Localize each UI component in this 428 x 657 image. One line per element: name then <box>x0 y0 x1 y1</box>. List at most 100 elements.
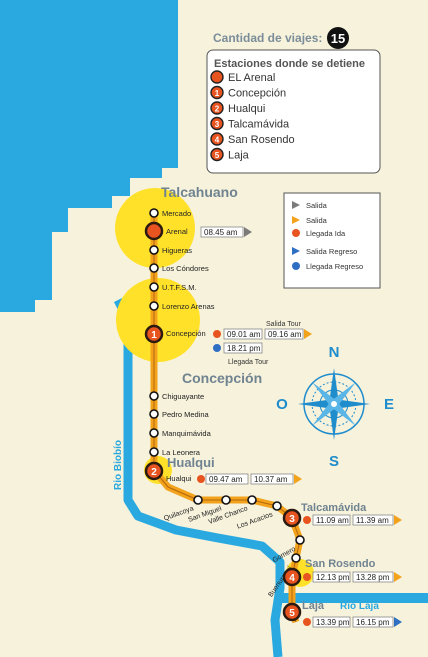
stop-legend-number: 4 <box>215 136 220 145</box>
time-laja-arrive-text: 13.39 pm <box>316 618 350 627</box>
symbols-legend-box <box>283 192 381 289</box>
return-arrival-dot-icon <box>213 344 221 352</box>
station-number: 2 <box>151 467 157 478</box>
city-label-hualqui: Hualqui <box>167 455 215 470</box>
station-label: Los Cóndores <box>162 264 209 273</box>
river-biobio <box>113 297 285 657</box>
station-higueras <box>149 245 159 255</box>
symbol-legend-label: Llegada Regreso <box>306 262 363 271</box>
time-hualqui-depart <box>250 473 294 485</box>
time-concepcion-tour-return-text: 18.21 pm <box>227 344 261 353</box>
arrival-dot-icon <box>213 330 221 338</box>
departure-arrow-icon <box>394 617 402 627</box>
time-san-rosendo-depart-text: 13.28 pm <box>356 573 390 582</box>
stop-legend-marker <box>210 101 224 115</box>
stop-legend-label: Talcamávida <box>228 119 290 131</box>
station-marker-hualqui <box>144 461 164 481</box>
stop-legend-marker <box>210 85 224 100</box>
station-marker-talcamavida <box>282 508 302 528</box>
city-label-laja: Laja <box>302 600 325 612</box>
time-concepcion-tour-depart <box>264 328 304 340</box>
station-manquimavida <box>149 428 159 438</box>
stop-legend-marker <box>210 70 224 84</box>
station-number: 3 <box>289 514 295 525</box>
station-label: Higueras <box>162 246 192 255</box>
time-laja-depart-text: 16.15 pm <box>356 618 390 627</box>
stop-legend-number: 2 <box>215 105 220 114</box>
time-arenal-text: 08.45 am <box>204 228 238 237</box>
station-label: Chiguayante <box>162 392 204 401</box>
compass-south: S <box>329 453 339 470</box>
stops-legend-title: Estaciones donde se detiene <box>214 58 365 70</box>
station-los-condores <box>149 263 159 273</box>
station-number: 4 <box>289 573 295 584</box>
station-utfsm <box>149 282 159 292</box>
station-label: Mercado <box>162 209 191 218</box>
time-san-rosendo-arrive-text: 12.13 pm <box>316 573 350 582</box>
station-marker-laja <box>282 602 302 622</box>
station-number: 1 <box>151 330 157 341</box>
time-concepcion-arrive-text: 09.01 am <box>227 330 261 339</box>
station-label: Lorenzo Arenas <box>162 302 215 311</box>
station-label: La Leonera <box>162 448 201 457</box>
time-laja-depart <box>352 616 394 628</box>
time-talcamavida-depart-text: 11.39 am <box>356 516 389 525</box>
compass-west: O <box>276 396 288 413</box>
departure-arrow-icon <box>294 474 302 484</box>
stop-legend-marker <box>210 132 224 146</box>
departure-arrow-icon <box>394 515 402 525</box>
stop-legend-label: Concepción <box>228 88 286 100</box>
departure-arrow-icon <box>244 227 252 237</box>
compass-rose <box>298 368 370 440</box>
stop-legend-number: 5 <box>215 151 220 160</box>
time-talcamavida-arrive-text: 11.09 am <box>316 516 349 525</box>
station-label: Pedro Medina <box>162 410 210 419</box>
departure-arrow-icon <box>394 572 402 582</box>
station-mercado <box>149 208 159 218</box>
city-label-san-rosendo: San Rosendo <box>305 558 376 570</box>
stop-legend-label: Laja <box>228 150 250 162</box>
station-label: Arenal <box>166 227 188 236</box>
station-san-miguel <box>221 495 231 505</box>
time-talcamavida-depart <box>352 514 394 526</box>
stop-legend-number: 3 <box>215 120 220 129</box>
station-buenuraqui <box>291 553 301 563</box>
stops-legend-box <box>206 49 381 174</box>
city-label-concepcion: Concepción <box>182 370 262 386</box>
stop-legend-label: EL Arenal <box>228 72 275 84</box>
trip-count-label: Cantidad de viajes: <box>213 31 322 45</box>
symbol-legend-label: Salida <box>306 201 328 210</box>
time-san-rosendo-depart <box>352 571 394 583</box>
station-marker-arenal <box>144 221 164 241</box>
city-label-talcamavida: Talcamávida <box>301 502 367 514</box>
compass-east: E <box>384 396 394 413</box>
symbol-legend-label: Salida Regreso <box>306 247 357 256</box>
time-concepcion-arrive <box>223 328 263 340</box>
time-concepcion-tour-return <box>223 342 263 354</box>
time-hualqui-arrive <box>205 473 249 485</box>
time-talcamavida-arrive <box>312 514 351 526</box>
symbol-legend-label: Llegada Ida <box>306 229 346 238</box>
red-dot-icon <box>292 229 300 237</box>
station-quilacoya <box>193 495 203 505</box>
station-label: U.T.F.S.M. <box>162 283 197 292</box>
time-concepcion-tour-depart-text: 09.16 am <box>268 330 302 339</box>
river-label-biobio: Rio Biobío <box>113 440 124 490</box>
station-valle-chanco <box>247 495 257 505</box>
station-los-acacios <box>272 501 282 511</box>
time-laja-arrive <box>312 616 351 628</box>
gray-triangle-icon <box>292 201 300 209</box>
station-marker-concepcion <box>144 324 164 344</box>
arrival-dot-icon <box>303 573 311 581</box>
stop-legend-label: San Rosendo <box>228 134 295 146</box>
compass-north: N <box>329 344 340 361</box>
arrival-dot-icon <box>303 618 311 626</box>
station-lorenzo-arenas <box>149 301 159 311</box>
departure-arrow-icon <box>304 329 312 339</box>
stop-legend-marker <box>210 147 224 162</box>
city-circle-concepcion <box>116 278 200 362</box>
symbol-legend-label: Salida <box>306 216 328 225</box>
station-number: 5 <box>289 608 295 619</box>
station-label: Manquimávida <box>162 429 212 438</box>
